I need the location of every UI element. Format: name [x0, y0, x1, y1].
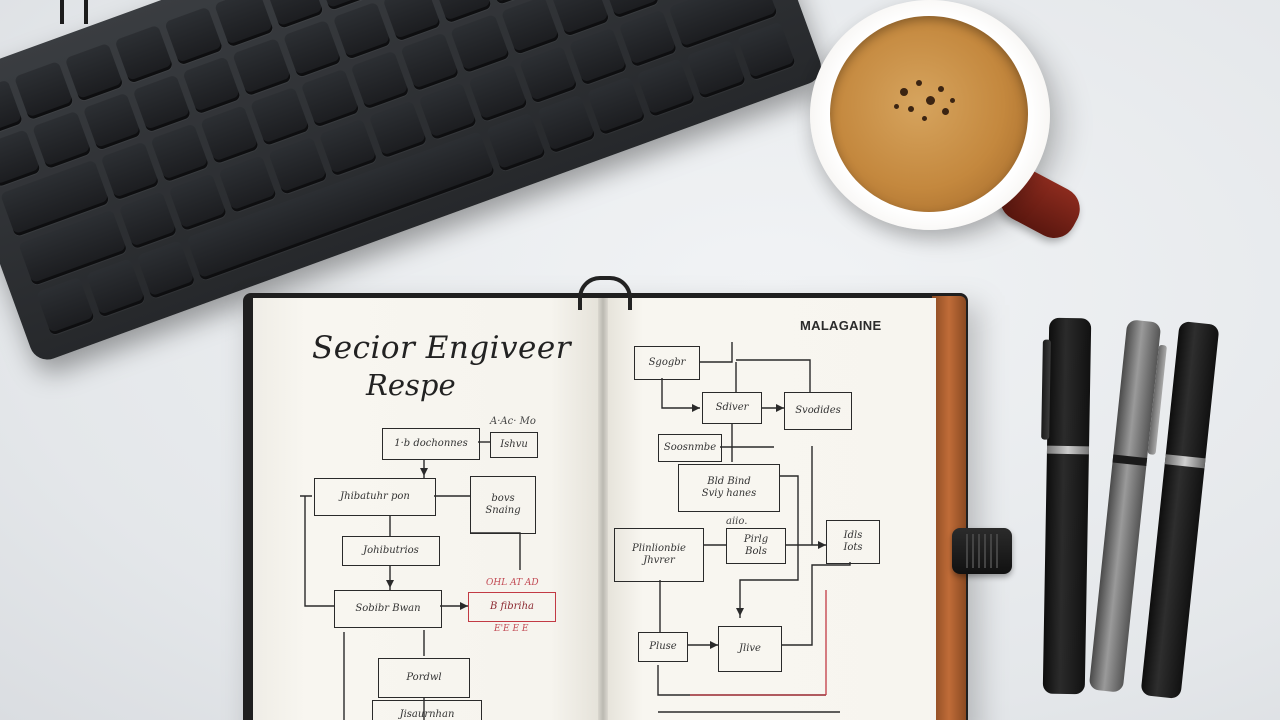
right-note-mid: aiio.: [726, 516, 748, 527]
coffee-cup: [810, 0, 1050, 230]
right-box-1: Sgogbr: [634, 346, 700, 380]
left-box-5: Johibutrios: [342, 536, 440, 566]
notebook-left-page: [253, 298, 603, 720]
right-box-8: Idls Iots: [826, 520, 880, 564]
left-box-1: 1·b dochonnes: [382, 428, 480, 460]
notebook-title-line1: Secior Engiveer: [312, 330, 572, 366]
coffee: [830, 16, 1028, 212]
left-box-6: Sobibr Bwan: [334, 590, 442, 628]
right-box-9: Pluse: [638, 632, 688, 662]
right-box-3: Svodides: [784, 392, 852, 430]
right-box-7: Pirlg Bols: [726, 528, 786, 564]
elastic-band-tab: [952, 528, 1012, 574]
left-box-8: Pordwl: [378, 658, 470, 698]
left-box-3: Jhibatuhr pon: [314, 478, 436, 516]
keyboard-cable: [60, 0, 88, 24]
left-box-7: B fibriha: [468, 592, 556, 622]
right-box-10: Jlive: [718, 626, 782, 672]
notebook-edge: [932, 296, 966, 720]
bookmark-loop: [578, 276, 632, 310]
right-box-4: Soosnmbe: [658, 434, 722, 462]
right-box-2: Sdiver: [702, 392, 762, 424]
notebook-title-line2: Respe: [366, 368, 456, 402]
notebook-gutter: [598, 298, 608, 720]
notebook-right-page: [603, 298, 936, 720]
notebook-brand: MALAGAINE: [800, 318, 882, 333]
left-box-4: bovs Snaing: [470, 476, 536, 534]
left-box-2: Ishvu: [490, 432, 538, 458]
left-box-9: Jisaurnhan: [372, 700, 482, 720]
left-note-top: A·Ac· Mo: [490, 416, 536, 427]
left-note-red-bottom: E'E E E: [494, 624, 529, 634]
right-box-6: Plinlionbie Jhvrer: [614, 528, 704, 582]
right-box-5: Bld Bind Sviy hanes: [678, 464, 780, 512]
left-note-red-top: OHL AT AD: [486, 578, 539, 588]
pen-black-1: [1041, 317, 1092, 695]
